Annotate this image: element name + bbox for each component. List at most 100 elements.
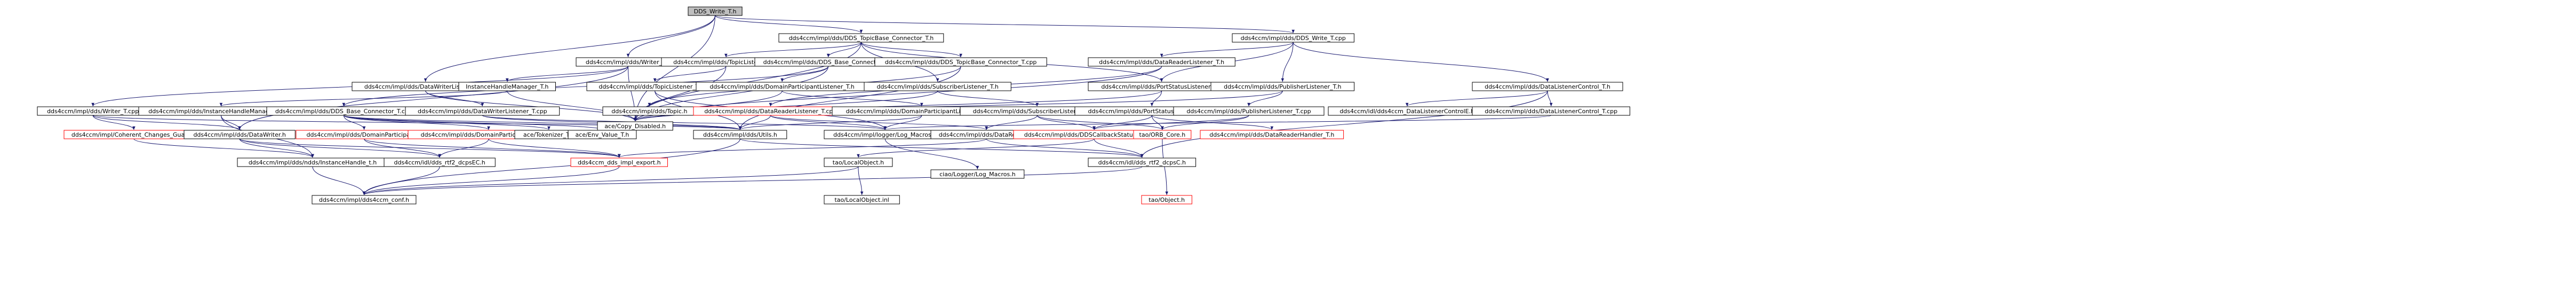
edge-dp-h-to-dds-rti-h (364, 138, 441, 158)
edge-base-conn-cpp-to-dp-h (343, 115, 366, 130)
edge-topic-base-cpp-to-utils-h (738, 66, 961, 130)
node-tao-local-object-inl[interactable]: tao/LocalObject.inl (824, 195, 900, 204)
node-box (405, 106, 560, 116)
edge-writer-cpp-to-coherent (92, 115, 135, 130)
edge-topic-listener-h-to-topic-listener-cpp (653, 66, 727, 82)
node-datawriter-h[interactable]: dds4ccm/impl/dds/DataWriter.h (184, 130, 296, 139)
edge-topic-base-h-to-base-conn-h (826, 42, 862, 58)
node-topic-base-h[interactable]: dds4ccm/impl/dds/DDS_TopicBase_Connector… (778, 33, 944, 43)
edge-dlc-h-to-dlc-e (1406, 90, 1548, 107)
node-env-value[interactable]: ace/Env_Value_T.h (568, 130, 637, 139)
edge-dpl-cpp-to-utils-h (738, 115, 922, 130)
edge-utils-h-to-dds-rti-c (739, 138, 1144, 158)
node-dds-impl-export[interactable]: dds4ccm_dds_impl_export.h (570, 158, 668, 167)
node-label: dds4ccm/impl/logger/Log_Macros.h (833, 131, 937, 138)
node-label: dds4ccm/impl/dds/DDS_Base_Connector_T.h (763, 59, 894, 66)
edge-dlc-cpp-to-logger-macros (884, 115, 1552, 130)
node-tokenizer[interactable]: ace/Tokenizer_T.h (514, 130, 584, 139)
node-topic-listener-cpp[interactable]: dds4ccm/impl/dds/TopicListener_T.cpp (586, 82, 723, 91)
edge-writer-h-to-ihm-h (506, 66, 628, 82)
node-topic-base-cpp[interactable]: dds4ccm/impl/dds/DDS_TopicBase_Connector… (874, 57, 1047, 67)
node-copy-disabled[interactable]: ace/Copy_Disabled.h (597, 121, 673, 131)
node-utils-h[interactable]: dds4ccm/impl/dds/Utils.h (693, 130, 787, 139)
node-ihm-h[interactable]: InstanceHandleManager_T.h (458, 82, 556, 91)
node-label: tao/ORB_Core.h (1139, 131, 1186, 138)
node-box (184, 130, 296, 139)
node-pub-listener-cpp[interactable]: dds4ccm/impl/dds/PublisherListener_T.cpp (1173, 106, 1325, 116)
node-drh-cpp[interactable]: dds4ccm/impl/dds/DataReaderHandler_T.h (1200, 130, 1344, 139)
node-tao-object[interactable]: tao/Object.h (1141, 195, 1192, 204)
node-ndds-ih[interactable]: dds4ccm/impl/dds/ndds/InstanceHandle_t.h (237, 158, 388, 167)
node-label: dds4ccm/impl/dds/DDS_Write_T.cpp (1241, 35, 1346, 42)
edge-write-cpp-to-data-reader-listener-h (1160, 42, 1294, 58)
node-dw-listener-cpp[interactable]: dds4ccm/impl/dds/DataWriterListener_T.cp… (405, 106, 560, 116)
node-writer-cpp[interactable]: dds4ccm/impl/dds/Writer_T.cpp (37, 106, 149, 116)
node-data-reader-listener-h[interactable]: dds4ccm/impl/dds/DataReaderListener_T.h (1088, 57, 1235, 67)
node-conf-h[interactable]: dds4ccm/impl/dds4ccm_conf.h (312, 195, 417, 204)
edge-port-status-listener-h-to-psl-cpp (1150, 90, 1162, 107)
node-base-conn-h[interactable]: dds4ccm/impl/dds/DDS_Base_Connector_T.h (754, 57, 902, 67)
node-box (568, 130, 637, 139)
node-label: dds4ccm/impl/dds/PublisherListener_T.cpp (1186, 108, 1311, 115)
node-label: dds4ccm/impl/dds/SubscriberListener_T.h (876, 83, 998, 90)
node-tao-orb-core[interactable]: tao/ORB_Core.h (1133, 130, 1192, 139)
node-drl-cpp[interactable]: dds4ccm/impl/dds/DataReaderListener_T.cp… (693, 106, 848, 116)
node-write-cpp[interactable]: dds4ccm/impl/dds/DDS_Write_T.cpp (1232, 33, 1354, 43)
node-box (1472, 82, 1623, 91)
edge-tao-local-object-to-conf-h (362, 166, 859, 195)
node-base-conn-cpp[interactable]: dds4ccm/impl/dds/DDS_Base_Connector_T.cp… (266, 106, 421, 116)
node-box (824, 195, 900, 204)
edge-dds-write-to-write-cpp (715, 15, 1295, 34)
node-label: dds4ccm/impl/Coherent_Changes_Guard.h (71, 131, 196, 138)
node-label: dds4ccm/impl/dds/DataReaderHandler_T.h (1209, 131, 1334, 138)
node-writer-h[interactable]: dds4ccm/impl/dds/Writer_T.h (576, 57, 681, 67)
node-label: dds4ccm/impl/dds4ccm_conf.h (319, 196, 409, 203)
node-coherent[interactable]: dds4ccm/impl/Coherent_Changes_Guard.h (63, 130, 204, 139)
file-nodes: DDS_Write_T.hdds4ccm/impl/dds/DDS_TopicB… (37, 6, 1630, 204)
node-dp-listener-h[interactable]: dds4ccm/impl/dds/DomainParticipantListen… (696, 82, 868, 91)
node-label: dds4ccm/impl/dds/DataListenerControl_T.c… (1485, 108, 1617, 115)
edge-logger-macros-to-ciao-log-macros (884, 138, 979, 170)
node-box (824, 158, 893, 167)
node-box (688, 6, 743, 16)
node-dlc-h[interactable]: dds4ccm/impl/dds/DataListenerControl_T.h (1472, 82, 1623, 91)
edge-dds-write-to-writer-h (626, 15, 716, 58)
node-sub-listener-h[interactable]: dds4ccm/impl/dds/SubscriberListener_T.h (864, 82, 1011, 91)
node-box (570, 158, 668, 167)
node-box (874, 57, 1047, 67)
edge-base-conn-h-to-dp-listener-h (780, 66, 829, 82)
node-pub-listener-h[interactable]: dds4ccm/impl/dds/PublisherListener_T.h (1210, 82, 1355, 91)
node-label: tao/LocalObject.inl (834, 196, 889, 203)
node-tao-local-object[interactable]: tao/LocalObject.h (824, 158, 893, 167)
node-label: dds4ccm/impl/dds/InstanceHandleManager_T… (148, 108, 293, 115)
node-box (1210, 82, 1355, 91)
node-dlc-e[interactable]: dds4ccm/idl/dds4ccm_DataListenerControlE… (1328, 106, 1486, 116)
node-ciao-log-macros[interactable]: ciao/Logger/Log_Macros.h (930, 169, 1025, 179)
node-logger-macros[interactable]: dds4ccm/impl/logger/Log_Macros.h (824, 130, 946, 139)
node-label: dds4ccm/impl/dds/DDS_TopicBase_Connector… (885, 59, 1037, 66)
edge-ihm-h-to-ihm-cpp (219, 90, 508, 107)
edge-dp-h-to-dds-impl-export (364, 138, 621, 158)
node-dds-rti-c[interactable]: dds4ccm/idl/dds_rtf2_dcpsC.h (1088, 158, 1197, 167)
node-ihm-cpp[interactable]: dds4ccm/impl/dds/InstanceHandleManager_T… (138, 106, 304, 116)
edge-dpf-h-to-dds-rti-h (438, 138, 489, 158)
node-label: dds4ccm/impl/dds/DataWriterListener_T.cp… (418, 108, 547, 115)
node-topic-h[interactable]: dds4ccm/impl/dds/Topic.h (602, 106, 697, 116)
edge-tao-orb-core-to-tao-object (1162, 138, 1168, 195)
edge-sub-listener-h-to-sub-listener-cpp (937, 90, 1039, 107)
node-dds-rti-h[interactable]: dds4ccm/idl/dds_rtf2_dcpsEC.h (384, 158, 496, 167)
edge-sub-listener-cpp-to-datareader-h (985, 115, 1038, 130)
node-dlc-cpp[interactable]: dds4ccm/impl/dds/DataListenerControl_T.c… (1472, 106, 1630, 116)
edge-datareader-h-to-dds-impl-export (618, 138, 987, 158)
node-label: dds4ccm/idl/dds_rtf2_dcpsC.h (1098, 159, 1186, 166)
node-box (312, 195, 417, 204)
node-label: dds4ccm/impl/dds/Topic.h (611, 108, 687, 115)
edge-dlc-h-to-dlc-cpp (1547, 90, 1553, 107)
node-label: InstanceHandleManager_T.h (466, 83, 548, 90)
node-label: dds4ccm/impl/dds/PortStatusListener_T.h (1101, 83, 1222, 90)
edge-base-conn-cpp-to-utils-h (343, 115, 741, 130)
edge-base-conn-cpp-to-env-value (343, 115, 604, 130)
node-box (1200, 130, 1344, 139)
edge-datareader-h-to-dds-rti-c (986, 138, 1144, 158)
